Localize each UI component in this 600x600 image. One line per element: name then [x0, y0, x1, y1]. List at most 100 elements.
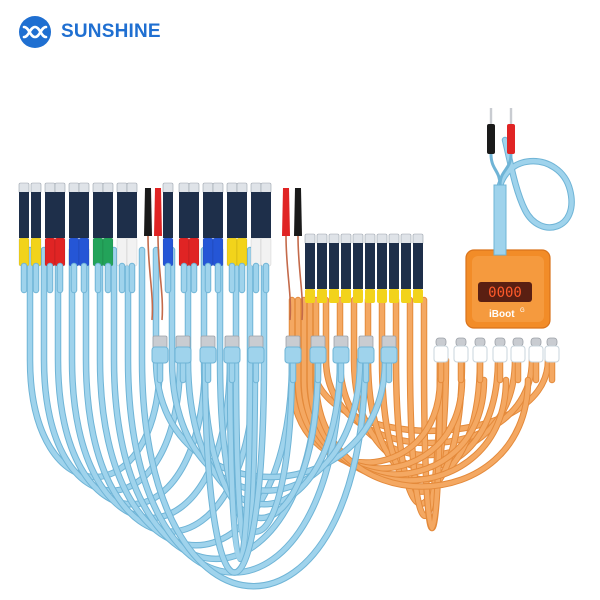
brand-name: SUNSHINE [61, 21, 161, 42]
color-plug [401, 289, 411, 303]
color-plug [389, 289, 399, 303]
usb-c-plug-housing [433, 345, 449, 363]
board-connector [30, 182, 42, 194]
flex-board [401, 243, 411, 289]
usb-plug-housing [199, 346, 217, 364]
flex-board [93, 192, 103, 238]
color-plug [226, 237, 238, 267]
usb-c-plug-housing [510, 345, 526, 363]
board-connector [188, 182, 200, 194]
cable [227, 247, 253, 562]
flex-board-row [18, 182, 424, 303]
flex-board [163, 192, 173, 238]
flex-board [389, 243, 399, 289]
color-plug [353, 289, 363, 303]
cable [313, 297, 531, 489]
alligator-clip-icon [144, 188, 152, 236]
orange-cable-tails [437, 356, 556, 384]
flex-board [365, 243, 375, 289]
usb-a-connector-icon [358, 335, 374, 349]
device-lead [493, 184, 507, 256]
color-plug [329, 289, 339, 303]
usb-a-connector-icon [175, 335, 191, 349]
board-connector [212, 182, 224, 194]
flex-board [117, 192, 127, 238]
flex-board [317, 243, 327, 289]
flex-board [127, 192, 137, 238]
usb-plug-housing [309, 346, 327, 364]
board-connector [376, 233, 388, 245]
board-connector [78, 182, 90, 194]
blue-cable-group [26, 136, 575, 590]
usb-a-connector-icon [200, 335, 216, 349]
board-connector [236, 182, 248, 194]
usb-plug-housing [151, 346, 169, 364]
flex-board [213, 192, 223, 238]
usb-a-connector-icon [224, 335, 240, 349]
color-plug [250, 237, 262, 267]
color-plug [236, 237, 248, 267]
color-plug [162, 237, 174, 267]
probe-lead [498, 153, 513, 186]
flex-board [413, 243, 423, 289]
probe-lead [489, 153, 502, 186]
cable [153, 247, 388, 480]
usb-a-connector-icon [310, 335, 326, 349]
color-plug [102, 237, 114, 267]
usb-a-connector-icon [285, 335, 301, 349]
device-sublabel: G [520, 308, 525, 314]
banana-plug-icon [487, 124, 495, 154]
flex-board [19, 192, 29, 238]
clip-wire [297, 235, 304, 321]
alligator-clip-icon [154, 188, 162, 236]
sunshine-wave-logo-icon [19, 16, 51, 48]
color-plug [341, 289, 351, 303]
board-connector [412, 233, 424, 245]
banana-plug-pin [489, 108, 493, 124]
board-connector [44, 182, 56, 194]
usb-c-plug-housing [492, 345, 508, 363]
usb-a-connector-icon [333, 335, 349, 349]
board-connector [202, 182, 214, 194]
color-plug [68, 237, 80, 267]
usb-plug-housing [247, 346, 265, 364]
usb-a-connector-icon [152, 335, 168, 349]
flex-board [377, 243, 387, 289]
clip-wire [285, 235, 292, 321]
flex-board [341, 243, 351, 289]
usb-c-connector-icon [474, 337, 486, 347]
color-plug [78, 237, 90, 267]
usb-plug-row [151, 335, 398, 364]
usb-plug-housing [332, 346, 350, 364]
board-connector [400, 233, 412, 245]
board-connector [226, 182, 238, 194]
cable [289, 297, 443, 465]
usb-c-connector-icon [530, 337, 542, 347]
alligator-clip-icon [282, 188, 290, 236]
flex-board [227, 192, 237, 238]
color-plug [413, 289, 423, 303]
flex-board [103, 192, 113, 238]
banana-plug-pin [509, 108, 513, 124]
usb-c-plug-housing [528, 345, 544, 363]
color-plug [30, 237, 42, 267]
board-connector [116, 182, 128, 194]
flex-board [79, 192, 89, 238]
usb-c-connector-icon [512, 337, 524, 347]
color-plug [116, 237, 128, 267]
board-connector [18, 182, 30, 194]
color-plug [377, 289, 387, 303]
color-plug [178, 237, 190, 267]
clip-wire [157, 235, 164, 321]
usb-c-connector-icon [494, 337, 506, 347]
flex-board [55, 192, 65, 238]
board-connector [126, 182, 138, 194]
usb-plug-housing [380, 346, 398, 364]
color-plug [212, 237, 224, 267]
flex-board [261, 192, 271, 238]
device-label: iBoot [489, 309, 515, 320]
usb-plug-housing [174, 346, 192, 364]
brand-header: SUNSHINE [18, 14, 161, 50]
